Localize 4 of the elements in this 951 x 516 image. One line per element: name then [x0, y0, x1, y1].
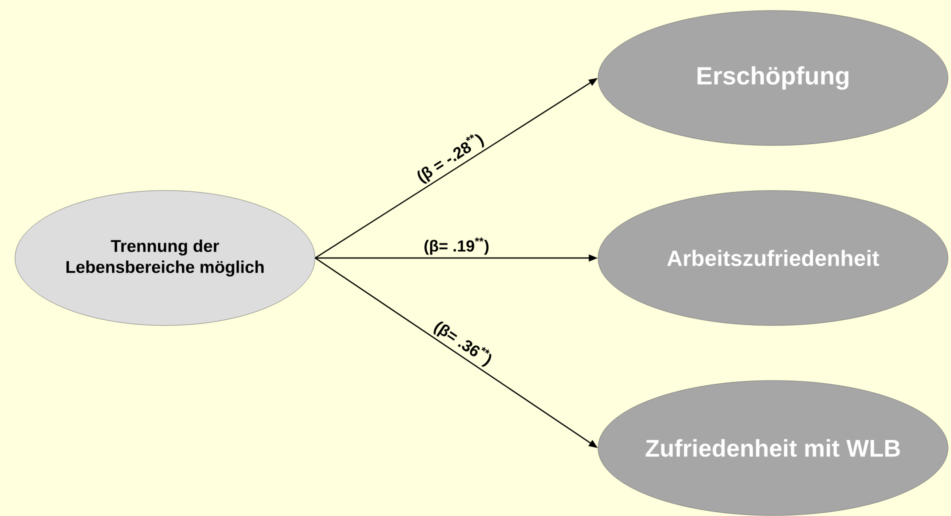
edge-label: (β= .36$^{**}$) — [430, 316, 497, 370]
edge-label: (β= .19$^{**}$) — [422, 236, 490, 256]
edge-label: (β = -.28$^{**}$) — [412, 129, 488, 187]
ellipse-node: Trennung der Lebensbereiche möglich — [14, 190, 316, 326]
